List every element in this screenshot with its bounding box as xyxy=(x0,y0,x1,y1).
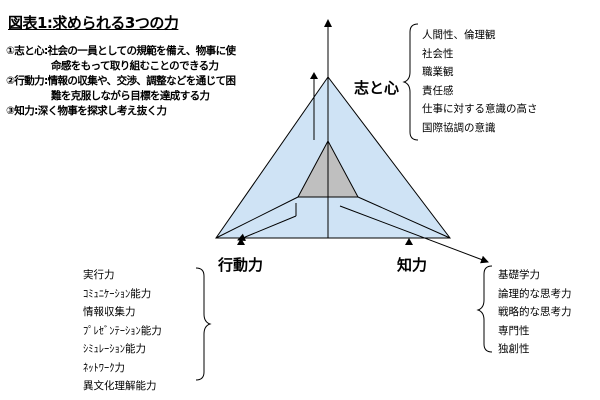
list-item: 仕事に対する意識の高さ xyxy=(422,103,538,115)
brace-kokorozashi xyxy=(402,23,419,141)
marker-left xyxy=(237,238,245,245)
definition-kokorozashi: ①志と心:社会の一員としての規範を備え、物事に使 命感をもって取り組むことのでき… xyxy=(6,45,236,72)
marker-top xyxy=(310,72,318,79)
brace-kodo xyxy=(195,267,212,381)
list-kokorozashi: 人間性、倫理観 社会性 職業観 責任感 仕事に対する意識の高さ 国際協調の意識 xyxy=(422,26,538,137)
list-item: 国際協調の意識 xyxy=(422,121,496,134)
list-item: 独創性 xyxy=(498,343,530,355)
list-item: 専門性 xyxy=(498,324,530,337)
list-item: 責任感 xyxy=(422,84,454,97)
list-item: 情報収集力 xyxy=(83,306,136,318)
list-chi: 基礎学力 論理的な思考力 戦略的な思考力 専門性 独創性 xyxy=(498,266,572,359)
list-item: 異文化理解能力 xyxy=(83,380,157,392)
list-item: ｼﾐｭﾚｰｼｮﾝ能力 xyxy=(83,343,146,355)
corner-label-kokorozashi: 志と心 xyxy=(354,79,400,97)
list-item: ﾌﾟﾚｾﾞﾝﾃｰｼｮﾝ能力 xyxy=(83,324,162,337)
list-item: 論理的な思考力 xyxy=(498,287,572,300)
list-item: 職業観 xyxy=(422,66,454,78)
list-item: ｺﾐｭﾆｹｰｼｮﾝ能力 xyxy=(83,287,152,300)
definition-kodo: ②行動力:情報の収集や、交渉、調整などを通じて困 難を克服しながら目標を達成する… xyxy=(6,75,236,102)
definition-chi: ③知力:深く物事を探求し考え抜く力 xyxy=(6,105,167,117)
list-item: 基礎学力 xyxy=(498,269,540,281)
list-kodo: 実行力 ｺﾐｭﾆｹｰｼｮﾝ能力 情報収集力 ﾌﾟﾚｾﾞﾝﾃｰｼｮﾝ能力 ｼﾐｭﾚ… xyxy=(83,266,162,396)
list-item: 社会性 xyxy=(422,47,454,60)
brace-chi xyxy=(476,265,493,353)
list-item: 人間性、倫理観 xyxy=(422,29,496,41)
corner-label-kodo: 行動力 xyxy=(218,256,264,274)
arrow-kodo xyxy=(237,215,297,242)
arrow-chi xyxy=(339,205,489,264)
connector-right xyxy=(357,196,451,239)
list-item: ﾈｯﾄﾜｰｸ力 xyxy=(83,361,125,374)
corner-label-chi: 知力 xyxy=(397,256,428,274)
marker-right xyxy=(405,238,413,245)
figure-title: 図表1:求められる3つの力 xyxy=(8,14,179,32)
connector-left xyxy=(215,196,299,239)
list-item: 実行力 xyxy=(83,269,115,281)
list-item: 戦略的な思考力 xyxy=(498,306,572,318)
definitions: ①志と心:社会の一員としての規範を備え、物事に使 命感をもって取り組むことのでき… xyxy=(6,44,236,119)
